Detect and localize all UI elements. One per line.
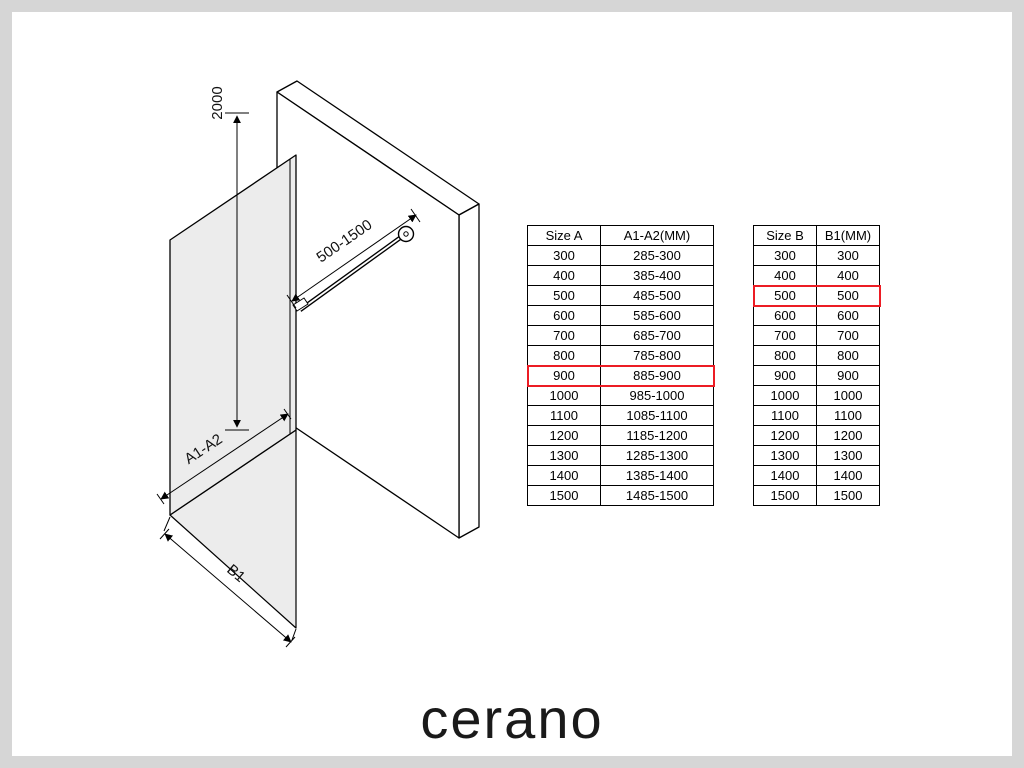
table-cell: 300 (527, 245, 601, 266)
table-cell: 585-600 (600, 305, 714, 326)
table-cell: 700 (816, 325, 880, 346)
wall-flange (397, 225, 415, 243)
table-cell: 685-700 (600, 325, 714, 346)
table-cell: 900 (527, 365, 601, 386)
table-cell: 800 (753, 345, 817, 366)
table-cell: 1285-1300 (600, 445, 714, 466)
table-cell: 600 (816, 305, 880, 326)
table-cell: 1500 (527, 485, 601, 506)
table-header-row: Size B B1(MM) (753, 225, 880, 246)
brand-logo: cerano (420, 687, 604, 750)
table-cell: 700 (527, 325, 601, 346)
table-cell: 1400 (816, 465, 880, 486)
table-cell: 1100 (753, 405, 817, 426)
table-cell: 400 (527, 265, 601, 286)
table-cell: 1400 (527, 465, 601, 486)
col-header-b1: B1(MM) (816, 225, 880, 246)
table-cell: 1400 (753, 465, 817, 486)
table-cell: 400 (816, 265, 880, 286)
height-label: 2000 (209, 86, 226, 119)
table-cell: 1000 (816, 385, 880, 406)
table-cell: 485-500 (600, 285, 714, 306)
table-cell: 300 (753, 245, 817, 266)
table-cell: 600 (527, 305, 601, 326)
table-cell: 785-800 (600, 345, 714, 366)
table-cell: 1300 (816, 445, 880, 466)
table-cell: 1200 (753, 425, 817, 446)
table-cell: 1385-1400 (600, 465, 714, 486)
table-cell: 1200 (816, 425, 880, 446)
table-cell: 385-400 (600, 265, 714, 286)
table-cell: 300 (816, 245, 880, 266)
table-cell: 1100 (816, 405, 880, 426)
table-cell: 1300 (753, 445, 817, 466)
table-cell: 1100 (527, 405, 601, 426)
table-cell: 1185-1200 (600, 425, 714, 446)
table-cell: 1500 (816, 485, 880, 506)
table-cell: 1500 (753, 485, 817, 506)
table-cell: 1085-1100 (600, 405, 714, 426)
col-header-size-b: Size B (753, 225, 817, 246)
table-cell: 600 (753, 305, 817, 326)
table-cell: 1300 (527, 445, 601, 466)
table-cell: 1000 (753, 385, 817, 406)
table-cell: 1000 (527, 385, 601, 406)
table-cell: 1485-1500 (600, 485, 714, 506)
table-cell: 800 (527, 345, 601, 366)
table-cell: 900 (816, 365, 880, 386)
table-cell: 500 (753, 285, 817, 306)
table-cell: 885-900 (600, 365, 714, 386)
table-cell: 700 (753, 325, 817, 346)
col-header-a1-a2: A1-A2(MM) (600, 225, 714, 246)
table-cell: 285-300 (600, 245, 714, 266)
wall-shape (276, 80, 480, 539)
table-cell: 500 (816, 285, 880, 306)
table-cell: 1200 (527, 425, 601, 446)
col-header-size-a: Size A (527, 225, 601, 246)
shower-panel-diagram: 2000 500-1500 A1-A2 B1 (156, 80, 480, 648)
table-header-row: Size A A1-A2(MM) (527, 225, 714, 246)
table-cell: 500 (527, 285, 601, 306)
table-cell: 400 (753, 265, 817, 286)
table-cell: 900 (753, 365, 817, 386)
table-cell: 800 (816, 345, 880, 366)
table-cell: 985-1000 (600, 385, 714, 406)
